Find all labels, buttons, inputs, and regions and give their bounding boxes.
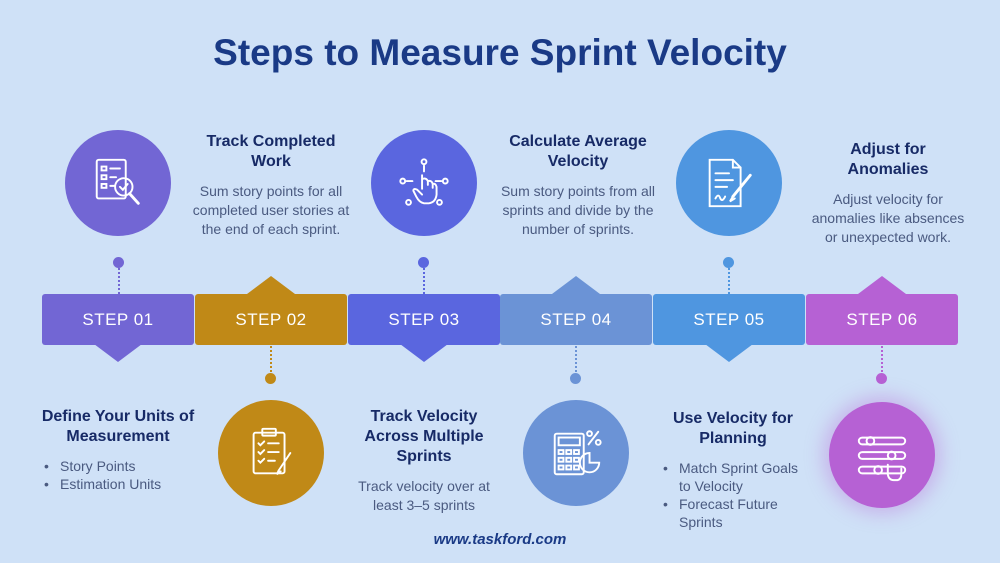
step-02-description: Track Completed Work Sum story points fo… — [191, 132, 351, 239]
step-04-connector — [575, 346, 577, 376]
step-02-connector — [270, 346, 272, 376]
step-04-dot — [570, 373, 581, 384]
touch-gesture-icon — [399, 158, 449, 206]
step-03-dot — [418, 257, 429, 268]
step-04-circle — [523, 400, 629, 506]
step-01-bullet: Story Points — [40, 457, 196, 475]
step-04-heading: Calculate Average Velocity — [509, 133, 647, 170]
step-01-connector — [118, 264, 120, 294]
step-02-dot — [265, 373, 276, 384]
calculator-percent-icon — [553, 430, 602, 476]
step-01-bullet: Estimation Units — [40, 475, 196, 493]
footer-url: www.taskford.com — [433, 531, 567, 548]
step-01-badge: STEP 01 — [42, 294, 194, 362]
checklist-magnifier-icon — [95, 158, 140, 205]
step-03-label: STEP 03 — [388, 309, 460, 329]
step-03-circle — [371, 130, 477, 236]
step-04-description: Calculate Average Velocity Sum story poi… — [499, 132, 657, 239]
step-01-description: Define Your Units of Measurement Story P… — [40, 407, 196, 493]
step-03-description: Track Velocity Across Multiple Sprints T… — [348, 407, 500, 515]
step-06-badge: STEP 06 — [806, 276, 958, 345]
step-02-text: Sum story points for all completed user … — [192, 183, 350, 237]
step-05-badge: STEP 05 — [653, 294, 805, 362]
step-05-description: Use Velocity for Planning Match Sprint G… — [653, 409, 813, 531]
step-02-badge: STEP 02 — [195, 276, 347, 345]
step-05-bullet: Match Sprint Goals to Velocity — [659, 459, 813, 495]
sliders-adjust-icon — [857, 436, 907, 482]
step-06-label: STEP 06 — [846, 309, 918, 329]
step-03-text: Track velocity over at least 3–5 sprints — [358, 478, 490, 513]
clipboard-checklist-icon — [252, 427, 292, 476]
page-title: Steps to Measure Sprint Velocity — [213, 32, 787, 73]
step-04-badge: STEP 04 — [500, 276, 652, 345]
step-02-heading: Track Completed Work — [206, 133, 336, 170]
step-02-circle — [218, 400, 324, 506]
step-06-heading: Adjust for Anomalies — [847, 141, 929, 178]
step-03-badge: STEP 03 — [348, 294, 500, 362]
step-05-dot — [723, 257, 734, 268]
step-06-text: Adjust velocity for anomalies like absen… — [811, 191, 965, 245]
step-03-connector — [423, 264, 425, 294]
step-05-heading: Use Velocity for Planning — [672, 410, 794, 447]
step-01-label: STEP 01 — [82, 309, 154, 329]
step-01-circle — [65, 130, 171, 236]
step-04-text: Sum story points from all sprints and di… — [500, 183, 656, 237]
step-05-label: STEP 05 — [693, 309, 765, 329]
document-pen-icon — [708, 158, 752, 208]
step-01-heading: Define Your Units of Measurement — [41, 408, 195, 445]
step-06-dot — [876, 373, 887, 384]
step-05-bullet: Forecast Future Sprints — [659, 495, 813, 531]
step-05-circle — [676, 130, 782, 236]
step-05-connector — [728, 264, 730, 294]
step-06-circle — [829, 402, 935, 508]
step-03-heading: Track Velocity Across Multiple Sprints — [364, 408, 484, 465]
step-06-connector — [881, 346, 883, 376]
step-04-label: STEP 04 — [540, 309, 612, 329]
step-02-label: STEP 02 — [235, 309, 307, 329]
step-01-dot — [113, 257, 124, 268]
step-06-description: Adjust for Anomalies Adjust velocity for… — [805, 140, 971, 247]
